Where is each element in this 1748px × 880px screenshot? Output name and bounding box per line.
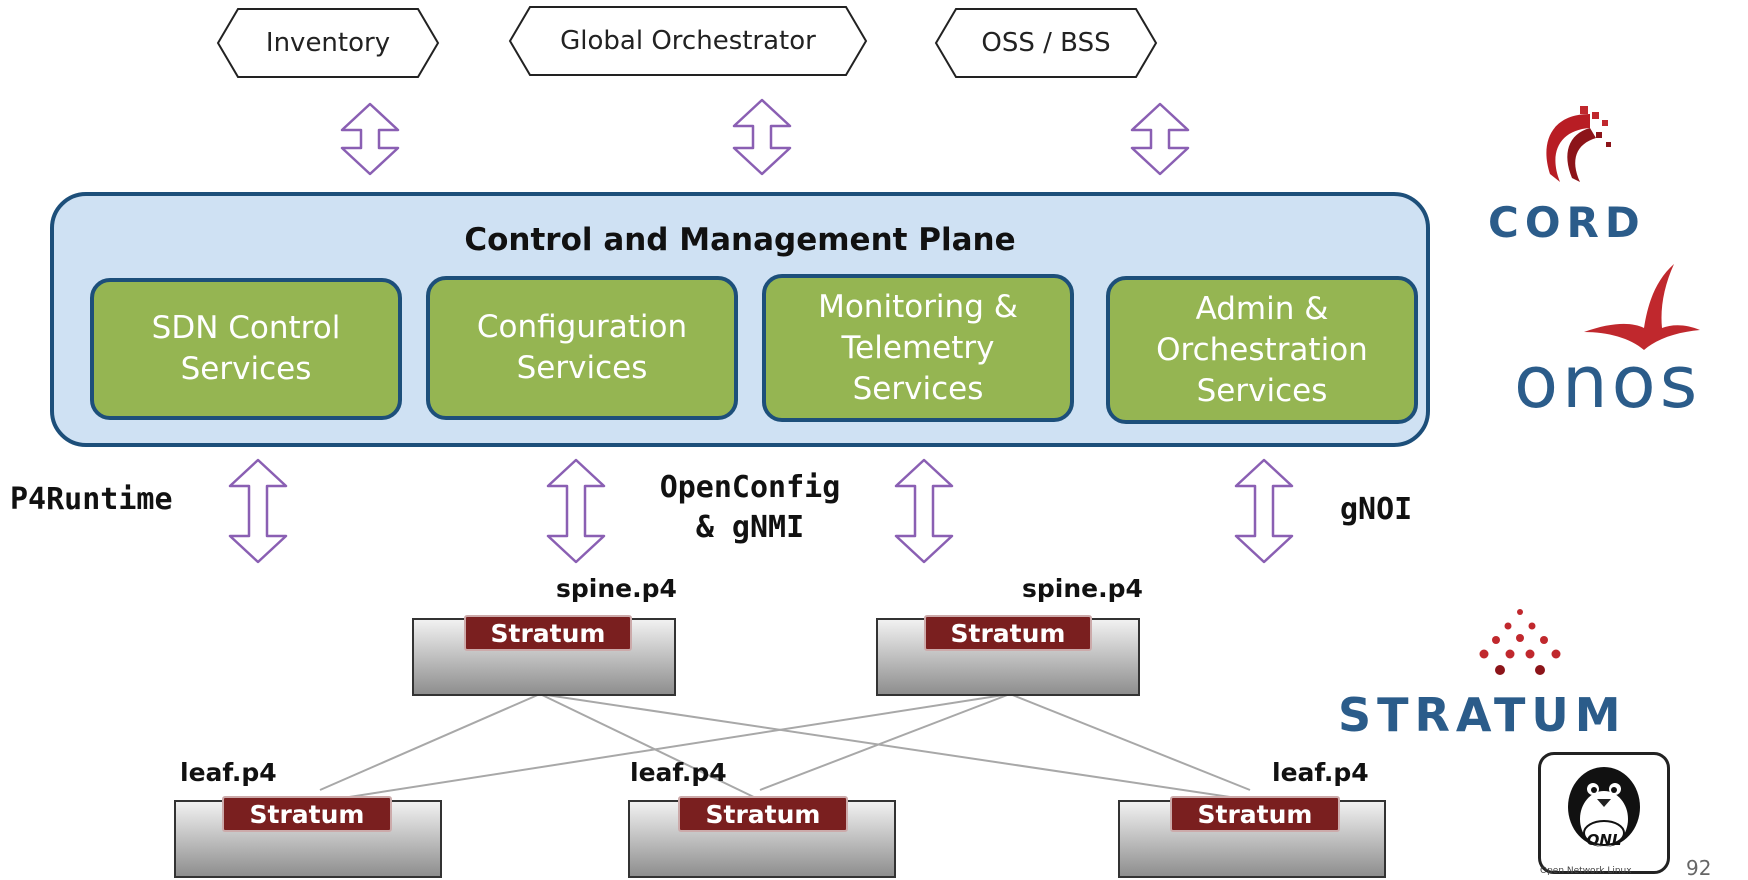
stratum-logo-text: STRATUM <box>1338 688 1627 742</box>
spine-stratum-badge-1: Stratum <box>464 615 632 651</box>
leaf-stratum-badge-1: Stratum <box>222 796 392 832</box>
arrow-openconfig-right-icon <box>894 458 954 564</box>
arrow-orchestrator-plane-icon <box>732 98 792 176</box>
admin-orchestration-services: Admin & Orchestration Services <box>1106 276 1418 424</box>
openconfig-gnmi-label: OpenConfig & gNMI <box>659 470 841 545</box>
link-spine2-leaf2 <box>759 693 1011 791</box>
plane-title: Control and Management Plane <box>464 222 1016 258</box>
spine-name-1: spine.p4 <box>556 574 677 603</box>
link-spine2-leaf1 <box>329 693 1011 801</box>
global-orchestrator-label: Global Orchestrator <box>560 26 816 56</box>
onl-logo-icon: ONL <box>1538 752 1670 874</box>
p4runtime-label: P4Runtime <box>10 482 173 517</box>
leaf-stratum-badge-3: Stratum <box>1170 796 1340 832</box>
oss-bss-box: OSS / BSS <box>934 8 1158 78</box>
onos-bird-icon <box>1584 264 1700 350</box>
link-spine1-leaf2 <box>539 693 761 801</box>
spine-name-2: spine.p4 <box>1022 574 1143 603</box>
cord-logo-icon <box>1546 106 1611 182</box>
page-number: 92 <box>1686 856 1712 880</box>
spine-stratum-badge-2: Stratum <box>924 615 1092 651</box>
link-spine1-leaf1 <box>319 693 541 791</box>
cord-logo-text: CORD <box>1488 198 1646 247</box>
configuration-services: Configuration Services <box>426 276 738 420</box>
sdn-control-services: SDN Control Services <box>90 278 402 420</box>
leaf-stratum-badge-2: Stratum <box>678 796 848 832</box>
onos-logo-text: onos <box>1514 340 1702 424</box>
stratum-dots-icon <box>1479 609 1561 675</box>
onl-logo-text: ONL <box>1586 831 1622 849</box>
link-spine1-leaf3 <box>539 693 1251 801</box>
link-spine2-leaf3 <box>1009 693 1251 791</box>
arrow-openconfig-left-icon <box>546 458 606 564</box>
arrow-inventory-plane-icon <box>340 102 400 176</box>
onl-caption: Open Network Linux <box>1540 866 1632 876</box>
gnoi-label: gNOI <box>1340 492 1413 527</box>
arrow-gnoi-icon <box>1234 458 1294 564</box>
monitoring-telemetry-services: Monitoring & Telemetry Services <box>762 274 1074 422</box>
inventory-box: Inventory <box>216 8 440 78</box>
leaf-name-3: leaf.p4 <box>1272 758 1369 787</box>
leaf-switch-3 <box>1118 800 1386 878</box>
leaf-name-1: leaf.p4 <box>180 758 277 787</box>
global-orchestrator-box: Global Orchestrator <box>508 6 868 76</box>
arrow-ossbss-plane-icon <box>1130 102 1190 176</box>
arrow-p4runtime-icon <box>228 458 288 564</box>
oss-bss-label: OSS / BSS <box>981 28 1111 58</box>
inventory-label: Inventory <box>265 28 391 58</box>
leaf-name-2: leaf.p4 <box>630 758 727 787</box>
